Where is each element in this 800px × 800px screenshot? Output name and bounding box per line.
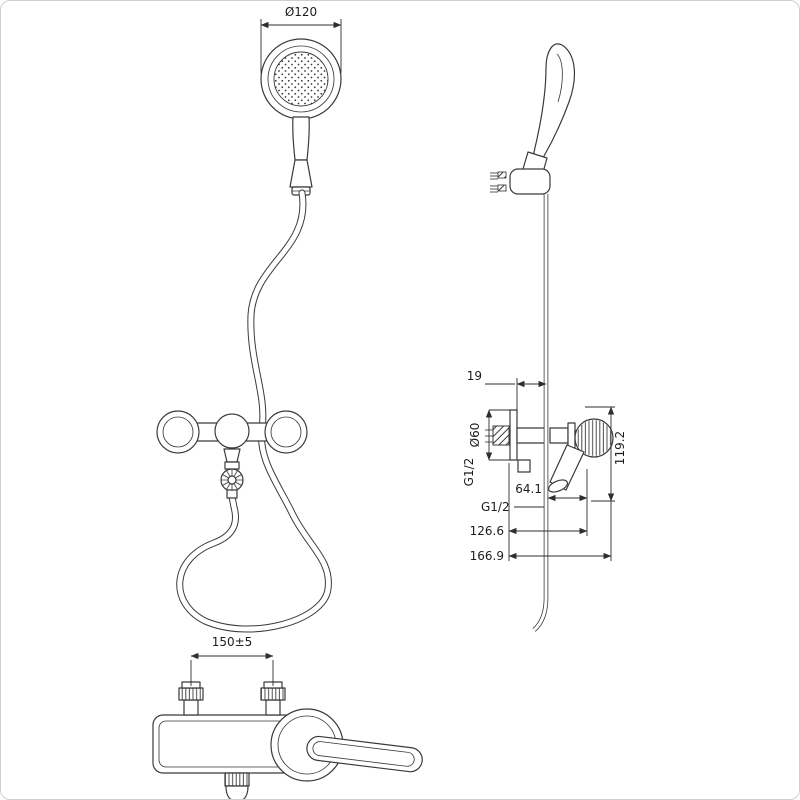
shower-handle <box>292 116 310 161</box>
dim-label-rail-offset: 19 <box>467 369 482 383</box>
dim-label-inlet-spacing: 150±5 <box>212 635 253 649</box>
mixer-front-view <box>156 410 308 499</box>
inlet-fitting-right <box>260 681 286 716</box>
dim-valve-height: 119.2 <box>585 406 627 561</box>
dim-label-hose-thread: G1/2 <box>481 500 510 514</box>
shower-hose <box>176 189 332 633</box>
bracket-body <box>509 168 551 195</box>
dim-valve-offset: 64.1 <box>515 469 588 536</box>
wall-anchor <box>497 184 507 192</box>
dim-label-escutcheon-diameter: Ø60 <box>468 423 482 448</box>
shower-head-side <box>533 43 575 161</box>
lever-handle-top <box>306 735 423 773</box>
valve-body-left <box>516 427 546 444</box>
dim-label-valve-offset: 64.1 <box>515 482 542 496</box>
dim-label-overall-depth: 166.9 <box>470 549 504 563</box>
hand-shower-side-view <box>522 43 575 177</box>
mixer-top-view <box>152 681 423 799</box>
diverter-neck <box>223 448 241 463</box>
anchor-screw-ticks <box>490 172 498 193</box>
spout <box>549 444 585 491</box>
wall-bracket <box>490 168 551 195</box>
slide-rail <box>532 194 549 632</box>
handle-cone <box>289 159 313 188</box>
dim-rail-offset: 19 <box>467 369 547 413</box>
dim-wall-to-valve: 126.6 <box>470 463 588 561</box>
escutcheon-side <box>509 409 518 461</box>
inlet-stub <box>517 459 531 473</box>
dim-overall-depth: 166.9 <box>470 549 612 563</box>
wall-anchor <box>497 171 507 179</box>
inlet-fitting-left <box>178 681 204 716</box>
dim-label-valve-height: 119.2 <box>613 431 627 465</box>
hose-nipple <box>226 489 238 499</box>
dim-label-head-diameter: Ø120 <box>285 5 317 19</box>
diverter-knurled-knob <box>220 468 244 492</box>
valve-knob-knurl <box>576 420 612 456</box>
valve-collar <box>567 422 576 449</box>
diverter-bottom <box>224 772 250 799</box>
shower-head-ring <box>267 45 335 113</box>
valve-body-right <box>549 427 569 444</box>
dim-inlet-spacing: 150±5 <box>190 635 274 686</box>
spout-mouth <box>547 479 569 493</box>
dim-escutcheon-diameter: Ø60 <box>468 409 510 461</box>
mixer-knob <box>214 413 250 449</box>
dim-label-wall-to-valve: 126.6 <box>470 524 504 538</box>
dim-head-diameter: Ø120 <box>260 5 342 73</box>
dim-label-side-thread: G1/2 <box>462 458 476 487</box>
mixer-side-view <box>485 409 614 493</box>
spray-face-dots <box>273 51 329 107</box>
wall-anchor <box>492 425 510 446</box>
hand-shower-front-view <box>260 38 342 196</box>
dim-hose-thread: G1/2 <box>481 500 544 514</box>
